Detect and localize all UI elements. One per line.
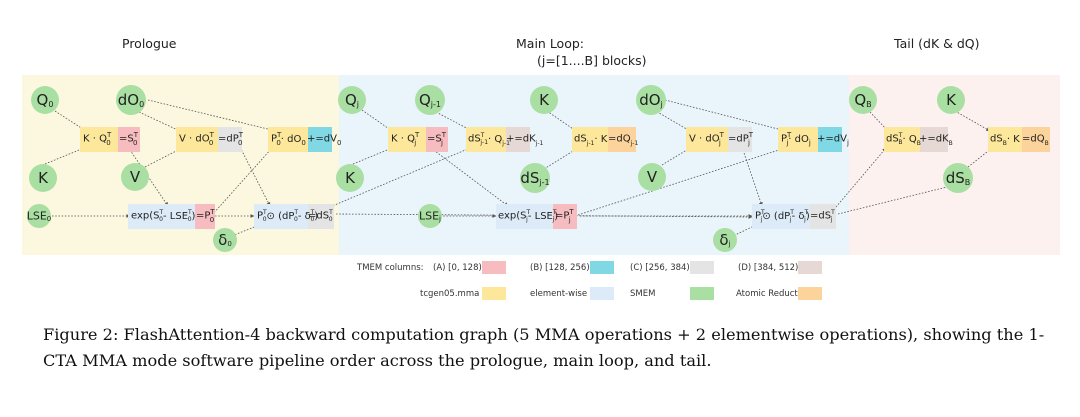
- op-ds-k-jm1: dSj-1· K =dQj-1: [572, 127, 638, 152]
- main-loop-subtitle: (j=[1....B] blocks): [537, 53, 647, 68]
- legend-c-swatch: [690, 261, 714, 274]
- svg-text:V: V: [647, 168, 658, 186]
- computation-graph: Prologue Main Loop: (j=[1....B] blocks) …: [22, 36, 1060, 300]
- svg-text:dSB: dSB: [946, 169, 971, 187]
- svg-text:=PTj: =PTj: [555, 208, 574, 224]
- node-doj: dOj: [636, 85, 666, 115]
- node-delta0: δ0: [213, 228, 237, 252]
- legend-smem-label: SMEM: [630, 289, 655, 299]
- svg-text:K · QT0: K · QT0: [83, 131, 112, 147]
- svg-text:K: K: [38, 169, 49, 187]
- svg-text:PTj· dOj: PTj· dOj: [781, 131, 811, 147]
- svg-text:LSE0: LSE0: [27, 210, 52, 224]
- node-v-main: V: [638, 163, 666, 191]
- svg-text:K · QTj: K · QTj: [391, 131, 420, 147]
- node-deltaj: δj: [713, 228, 737, 252]
- node-dsj-minus-1: dSj-1: [520, 163, 550, 193]
- svg-text:dO0: dO0: [118, 91, 144, 109]
- svg-text:dSj-1· K: dSj-1· K: [574, 134, 608, 147]
- legend-atomic-label: Atomic Reduction: [736, 289, 811, 299]
- op-dsb-k: dSB· K =dQB: [988, 127, 1050, 152]
- legend-b-swatch: [590, 261, 614, 274]
- legend-smem-swatch: [690, 287, 714, 300]
- legend-mma-label: tcgen05.mma: [420, 289, 479, 299]
- node-k-main-bottom: K: [336, 164, 364, 192]
- svg-text:V: V: [130, 168, 141, 186]
- legend-a-swatch: [482, 261, 506, 274]
- svg-text:dOj: dOj: [639, 91, 663, 109]
- svg-text:=PT0: =PT0: [196, 208, 215, 224]
- svg-text:K: K: [345, 169, 356, 187]
- svg-text:Qj: Qj: [345, 91, 359, 109]
- svg-text:dSB· K: dSB· K: [990, 134, 1020, 147]
- legend-d-swatch: [798, 261, 822, 274]
- svg-text:=STj: =STj: [427, 131, 447, 147]
- figure-caption: Figure 2: FlashAttention-4 backward comp…: [43, 325, 1045, 370]
- svg-text:+=dV0: +=dV0: [307, 134, 341, 148]
- svg-text:+=dKB: +=dKB: [919, 134, 953, 147]
- node-k-prologue: K: [29, 164, 57, 192]
- node-qj-minus-1: Qj-1: [415, 85, 445, 115]
- svg-text:+=dKj-1: +=dKj-1: [506, 134, 544, 147]
- legend-c-label: (C) [256, 384): [630, 263, 690, 273]
- node-k-tail: K: [937, 86, 965, 114]
- node-qb: QB: [849, 86, 877, 114]
- node-q0: Q0: [31, 86, 59, 114]
- main-loop-title: Main Loop:: [516, 36, 584, 51]
- svg-text:+=dVj: +=dVj: [817, 134, 849, 148]
- node-do0: dO0: [116, 85, 146, 115]
- legend-elementwise-swatch: [590, 287, 614, 300]
- node-v-prologue: V: [121, 163, 149, 191]
- prologue-title: Prologue: [122, 36, 177, 51]
- legend-tmem-label: TMEM columns:: [356, 263, 424, 273]
- legend-elementwise-label: element-wise ops: [530, 289, 605, 299]
- node-dsb: dSB: [943, 163, 973, 193]
- node-lse0: LSE0: [27, 204, 52, 228]
- svg-text:LSEj: LSEj: [419, 210, 441, 224]
- legend-mma-swatch: [482, 287, 506, 300]
- svg-text:PT0· dO0: PT0· dO0: [271, 131, 306, 147]
- legend: TMEM columns: (A) [0, 128) (B) [128, 256…: [356, 261, 822, 300]
- legend-b-label: (B) [128, 256): [530, 263, 590, 273]
- tail-title: Tail (dK & dQ): [893, 36, 980, 51]
- node-qj: Qj: [338, 86, 366, 114]
- svg-text:=ST0: =ST0: [119, 131, 139, 147]
- svg-text:δj: δj: [719, 231, 730, 249]
- legend-atomic-swatch: [798, 287, 822, 300]
- legend-d-label: (D) [384, 512): [738, 263, 798, 273]
- svg-text:K: K: [946, 91, 957, 109]
- svg-text:=dQB: =dQB: [1022, 134, 1049, 147]
- node-lsej: LSEj: [418, 204, 442, 228]
- svg-text:K: K: [539, 91, 550, 109]
- node-k-main-top: K: [530, 86, 558, 114]
- legend-a-label: (A) [0, 128): [433, 263, 482, 273]
